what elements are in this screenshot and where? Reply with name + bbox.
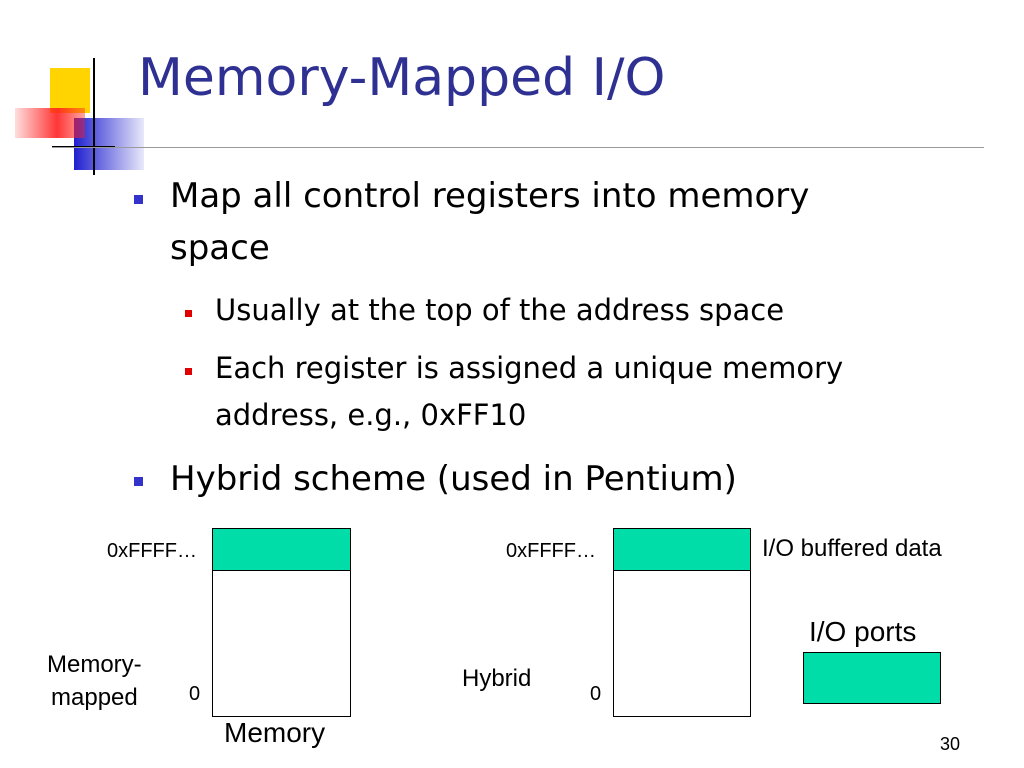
memory-label: Memory bbox=[224, 717, 326, 748]
bullet-marker bbox=[134, 477, 143, 486]
io-buffered-data-label: I/O buffered data bbox=[762, 535, 942, 562]
sub-bullet-text-continued: address, e.g., 0xFF10 bbox=[215, 398, 527, 432]
io-ports-box bbox=[803, 652, 941, 704]
sub-bullet-marker bbox=[185, 310, 192, 317]
bullet-marker bbox=[134, 195, 143, 204]
sub-bullet-text: Each register is assigned a unique memor… bbox=[215, 351, 844, 385]
title-divider bbox=[52, 147, 984, 148]
bullet-text: Map all control registers into memory bbox=[170, 176, 810, 216]
right-top-address: 0xFFFF… bbox=[506, 540, 596, 562]
sub-bullet-text: Usually at the top of the address space bbox=[215, 293, 785, 327]
right-io-buffer-region bbox=[614, 529, 750, 571]
left-caption-line1: Memory- bbox=[47, 651, 142, 678]
right-bottom-address: 0 bbox=[590, 683, 602, 705]
slide-logo-decoration bbox=[15, 58, 144, 175]
left-io-region bbox=[213, 529, 350, 571]
left-caption-line2: mapped bbox=[51, 684, 138, 711]
right-caption: Hybrid bbox=[462, 665, 532, 692]
bullet-text-continued: space bbox=[170, 228, 270, 268]
left-top-address: 0xFFFF… bbox=[107, 540, 197, 562]
page-number: 30 bbox=[940, 734, 961, 754]
right-memory-box bbox=[613, 528, 751, 717]
sub-bullet-marker bbox=[185, 368, 192, 375]
left-memory-box bbox=[212, 528, 351, 717]
slide-title: Memory-Mapped I/O bbox=[138, 48, 666, 108]
io-ports-label: I/O ports bbox=[809, 616, 917, 647]
bullet-text: Hybrid scheme (used in Pentium) bbox=[170, 459, 737, 499]
left-bottom-address: 0 bbox=[189, 683, 201, 705]
